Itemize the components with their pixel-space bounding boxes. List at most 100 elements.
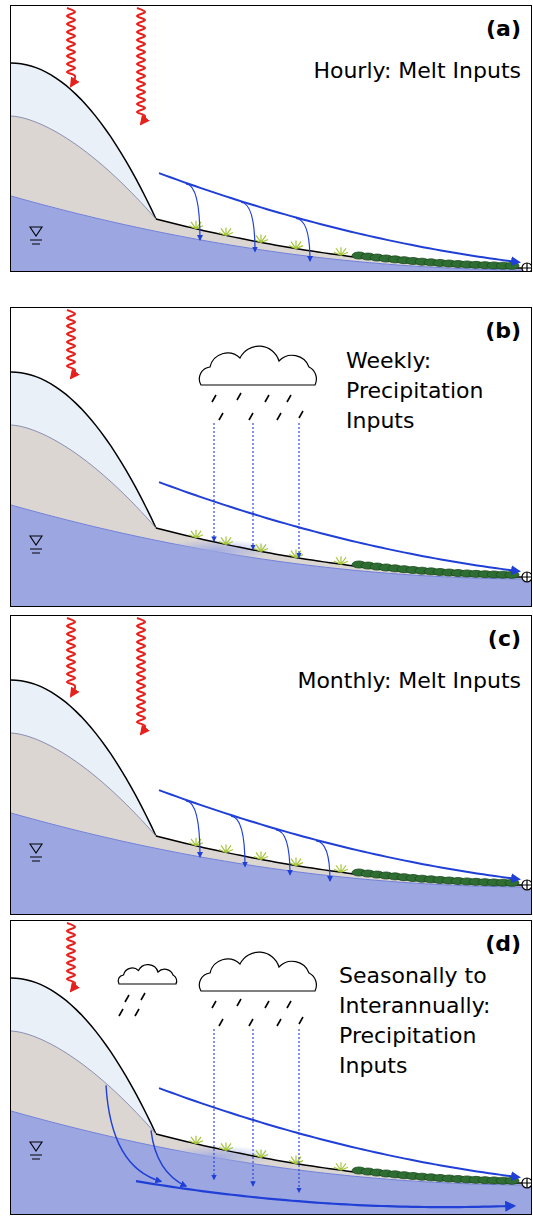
grass-tuft [334, 1162, 348, 1170]
water-table-symbol [30, 227, 42, 244]
scenario-panel: (c) Monthly: Melt Inputs [10, 615, 532, 915]
recharge-arrow [151, 1130, 186, 1186]
outlet-symbol [522, 263, 532, 272]
water-table-line [11, 1111, 531, 1185]
grass-tuft [254, 234, 268, 242]
panel-letter: (b) [11, 318, 531, 344]
ground-surface [156, 1134, 532, 1183]
outlet-cross [522, 572, 532, 582]
rain-drop [287, 395, 291, 402]
infiltration-arrow [276, 830, 290, 875]
glacier [11, 63, 156, 219]
outlet-symbol [522, 880, 532, 890]
panel-caption: Hourly: Melt Inputs [11, 56, 531, 86]
grass-tuft [254, 543, 268, 551]
radiation-arrow [67, 923, 75, 991]
grass-tuft [254, 851, 268, 859]
hydrology-illustration [11, 6, 532, 272]
infiltration-arrow [316, 841, 330, 881]
surface-flow [159, 790, 519, 879]
rain-drop [277, 1019, 281, 1026]
rain-drop [265, 395, 269, 402]
grass-tuft [289, 1156, 303, 1164]
infiltration-arrow [186, 801, 200, 857]
panel-letter: (c) [11, 626, 531, 652]
infiltration-arrow [186, 184, 200, 240]
panel-caption: Monthly: Melt Inputs [11, 666, 531, 696]
grass-tuft [189, 838, 203, 846]
infiltration-arrow [296, 219, 310, 261]
grass-tuft [219, 1142, 233, 1150]
grass-tuft [289, 241, 303, 249]
scenario-panel: (b)Weekly: Precipitation Inputs [10, 307, 532, 607]
grass-tuft [219, 844, 233, 852]
glacier-bed [11, 733, 156, 836]
grass-tuft [289, 550, 303, 558]
grass-tuft [189, 1136, 203, 1144]
precipitation-arrow [213, 423, 214, 541]
precipitation-arrow [298, 1029, 299, 1192]
glacier [11, 978, 156, 1134]
ground-surface [156, 219, 532, 268]
grass-tuft [219, 227, 233, 235]
glacier-surface [11, 978, 156, 1134]
scenario-panel: (d) Seasonally to Interannually: Precipit… [10, 920, 532, 1215]
glacier-surface [11, 680, 156, 836]
panel-caption: Weekly: Precipitation Inputs [346, 346, 529, 436]
rain-drop [299, 1017, 303, 1024]
shrub [505, 879, 519, 886]
rain-drop [249, 413, 253, 420]
rain-drop [237, 393, 241, 400]
rain-drop [299, 411, 303, 418]
glacier-bed [11, 425, 156, 528]
outlet-cross [522, 880, 532, 890]
glacier [11, 372, 156, 528]
glacier-bed [11, 1031, 156, 1134]
grass-tuft [334, 556, 348, 564]
infiltration-arrow [231, 816, 245, 866]
panel-caption: Seasonally to Interannually: Precipitati… [339, 961, 529, 1081]
rain-drop [135, 1009, 139, 1016]
radiation-arrow [67, 618, 75, 696]
scenario-panel: (a)Hourly: Melt Inputs [10, 5, 532, 272]
shrub [505, 262, 519, 269]
precipitation-arrow [252, 1029, 253, 1186]
rain-drop [219, 1019, 223, 1026]
grass-tuft [289, 858, 303, 866]
water-table-symbol [30, 536, 42, 553]
radiation-arrow [67, 8, 75, 86]
rain-drop [119, 1009, 123, 1016]
water-table-line [11, 813, 531, 887]
ground-surface [156, 836, 532, 885]
water-table-symbol [30, 844, 42, 861]
precipitation-arrow [298, 423, 299, 557]
panel-letter: (d) [11, 931, 531, 957]
recharge-arrow [106, 1085, 161, 1181]
surface-flow [159, 1088, 519, 1177]
infiltration-arrow [241, 202, 255, 251]
water-table-symbol [30, 1142, 42, 1159]
surface-flow [159, 173, 519, 262]
grass-tuft [334, 864, 348, 872]
rain-drop [287, 1001, 291, 1008]
rain-drop [249, 1019, 253, 1026]
grass-tuft [189, 221, 203, 229]
precipitation-arrow [252, 423, 253, 549]
shrub [505, 571, 519, 578]
rain-drop [265, 1001, 269, 1008]
ground-surface [156, 528, 532, 577]
surface-flow [159, 482, 519, 571]
cloud [199, 952, 316, 991]
outlet-cross [522, 1178, 532, 1188]
outlet-symbol [522, 1178, 532, 1188]
cloud [199, 346, 316, 385]
rain-drop [125, 995, 129, 1002]
rain-drop [219, 413, 223, 420]
water-table-line [11, 196, 531, 270]
radiation-arrow [67, 310, 75, 378]
grass-tuft [334, 247, 348, 255]
cloud [118, 965, 177, 984]
shrub [505, 1177, 519, 1184]
rain-drop [212, 395, 216, 402]
